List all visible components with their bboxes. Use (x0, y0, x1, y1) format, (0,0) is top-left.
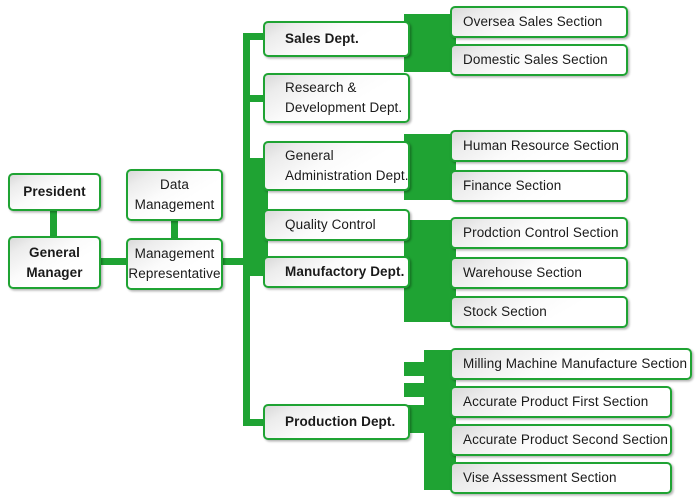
node-management-representative[interactable]: Management Representative (126, 238, 223, 290)
node-section-production-control[interactable]: Prodction Control Section (450, 217, 628, 249)
node-department-manufactory-label: Manufactory Dept. (285, 264, 405, 280)
connector-president-to-general-manager (50, 203, 57, 240)
connector-spine-to-general-admin (243, 158, 267, 165)
node-department-research-label: Research & Development Dept. (285, 80, 403, 115)
connector-general-admin-to-hr (404, 134, 456, 156)
node-president-label: President (23, 184, 86, 200)
node-section-accurate-product-second-label: Accurate Product Second Section (463, 432, 668, 448)
node-section-accurate-product-first-label: Accurate Product First Section (463, 394, 649, 410)
node-department-sales-label: Sales Dept. (285, 31, 359, 47)
node-section-domestic-sales-label: Domestic Sales Section (463, 52, 608, 68)
node-department-production[interactable]: Production Dept. (263, 404, 410, 440)
node-section-milling-machine[interactable]: Milling Machine Manufacture Section (450, 348, 692, 380)
node-section-stock[interactable]: Stock Section (450, 296, 628, 328)
node-department-quality-control-label: Quality Control (285, 217, 376, 233)
node-section-domestic-sales[interactable]: Domestic Sales Section (450, 44, 628, 76)
connector-production-to-accurate-first (404, 383, 456, 397)
node-section-finance-label: Finance Section (463, 178, 562, 194)
node-president[interactable]: President (8, 173, 101, 211)
node-section-human-resource[interactable]: Human Resource Section (450, 130, 628, 162)
node-department-manufactory[interactable]: Manufactory Dept. (263, 256, 410, 288)
node-section-vise-assessment[interactable]: Vise Assessment Section (450, 462, 672, 494)
node-section-warehouse[interactable]: Warehouse Section (450, 257, 628, 289)
node-section-production-control-label: Prodction Control Section (463, 225, 619, 241)
connector-general-manager-to-management-rep (100, 258, 132, 265)
connector-sales-to-oversea (404, 14, 456, 36)
node-section-milling-machine-label: Milling Machine Manufacture Section (463, 356, 688, 372)
connector-production-to-milling (404, 362, 456, 376)
node-section-accurate-product-first[interactable]: Accurate Product First Section (450, 386, 672, 418)
node-section-human-resource-label: Human Resource Section (463, 138, 620, 154)
node-department-research[interactable]: Research & Development Dept. (263, 73, 410, 123)
connector-manufactory-to-warehouse (404, 262, 456, 284)
node-general-manager[interactable]: General Manager (8, 236, 101, 289)
node-data-management-label: Data Management (134, 177, 215, 212)
node-department-general-admin-label: General Administration Dept. (285, 148, 409, 183)
connector-spine-to-research (243, 95, 267, 102)
node-section-oversea-sales-label: Oversea Sales Section (463, 14, 603, 30)
connector-spine-to-production (243, 419, 267, 426)
connector-sales-to-domestic (404, 50, 456, 72)
node-department-general-admin[interactable]: General Administration Dept. (263, 141, 410, 191)
connector-data-management-to-management-rep (171, 215, 178, 245)
connector-production-to-accurate-second (404, 405, 456, 433)
node-management-representative-label: Management Representative (128, 246, 221, 281)
node-section-accurate-product-second[interactable]: Accurate Product Second Section (450, 424, 672, 456)
connector-manufactory-to-stock (404, 300, 456, 322)
node-section-stock-label: Stock Section (463, 304, 547, 320)
node-department-sales[interactable]: Sales Dept. (263, 21, 410, 57)
node-section-oversea-sales[interactable]: Oversea Sales Section (450, 6, 628, 38)
node-general-manager-label: General Manager (26, 244, 83, 280)
node-department-quality-control[interactable]: Quality Control (263, 209, 410, 241)
connector-manufactory-to-production-control (404, 222, 456, 244)
node-section-warehouse-label: Warehouse Section (463, 265, 583, 281)
node-section-vise-assessment-label: Vise Assessment Section (463, 470, 617, 486)
node-data-management[interactable]: Data Management (126, 169, 223, 221)
connector-general-admin-to-finance (404, 176, 456, 198)
connector-management-rep-to-spine (216, 258, 250, 265)
node-section-finance[interactable]: Finance Section (450, 170, 628, 202)
connector-spine-to-sales (243, 33, 267, 40)
node-department-production-label: Production Dept. (285, 414, 396, 430)
